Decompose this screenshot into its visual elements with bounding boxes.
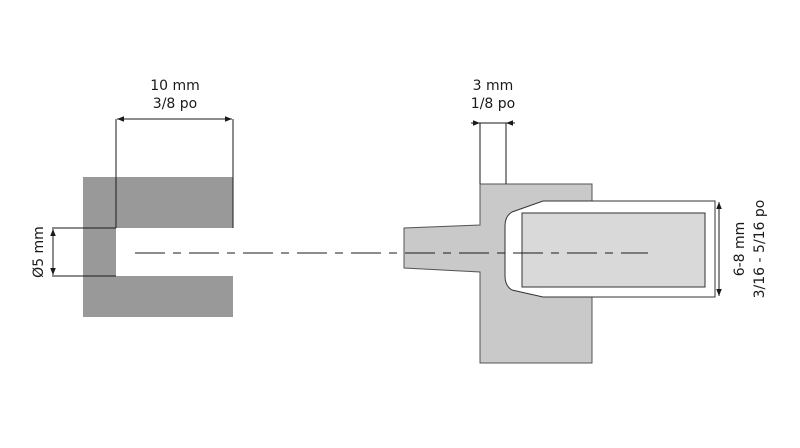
- width-dimension: [115, 116, 234, 228]
- wall-in-label: 1/8 po: [471, 96, 515, 112]
- slot-dimension: [50, 227, 116, 277]
- holder-part: [403, 183, 716, 364]
- wall-mm-label: 3 mm: [473, 78, 514, 94]
- range-mm-label: 6-8 mm: [732, 222, 748, 277]
- slot-diameter-label: Ø5 mm: [31, 226, 47, 278]
- wall-dimension: [471, 120, 515, 184]
- width-mm-label: 10 mm: [150, 78, 200, 94]
- range-in-label: 3/16 - 5/16 po: [752, 200, 768, 299]
- slotted-part: [83, 177, 233, 317]
- width-in-label: 3/8 po: [153, 96, 197, 112]
